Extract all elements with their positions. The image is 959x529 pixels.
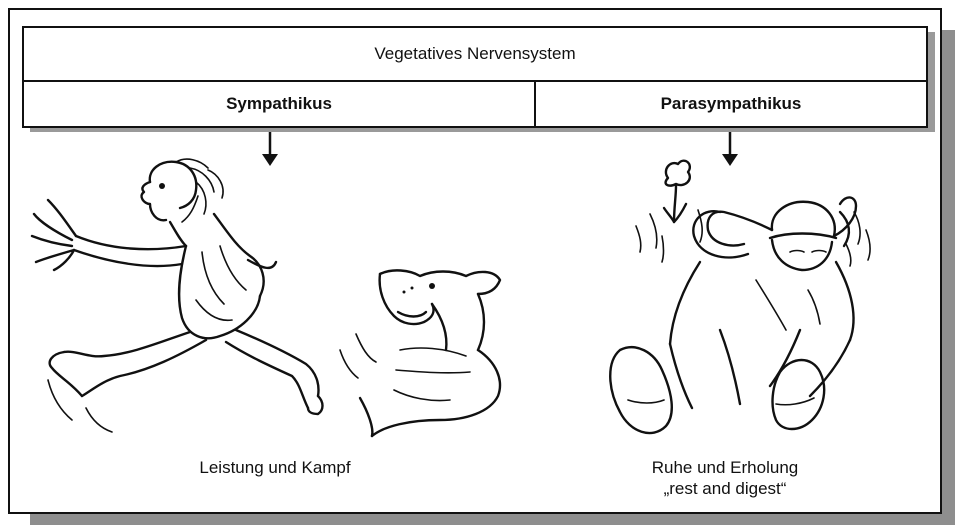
caption-parasympathikus: Ruhe und Erholung „rest and digest“ [600, 457, 850, 499]
arrow-parasympathikus [722, 132, 738, 166]
arrow-sympathikus [262, 132, 278, 166]
chasing-beast-illustration [340, 270, 500, 436]
caption-sympathikus-line-1: Leistung und Kampf [150, 457, 400, 478]
caption-parasympathikus-line-2: „rest and digest“ [600, 478, 850, 499]
caption-parasympathikus-line-1: Ruhe und Erholung [600, 457, 850, 478]
caption-sympathikus: Leistung und Kampf [150, 457, 400, 478]
running-man-illustration [32, 159, 323, 432]
relaxing-man-illustration [610, 161, 870, 433]
